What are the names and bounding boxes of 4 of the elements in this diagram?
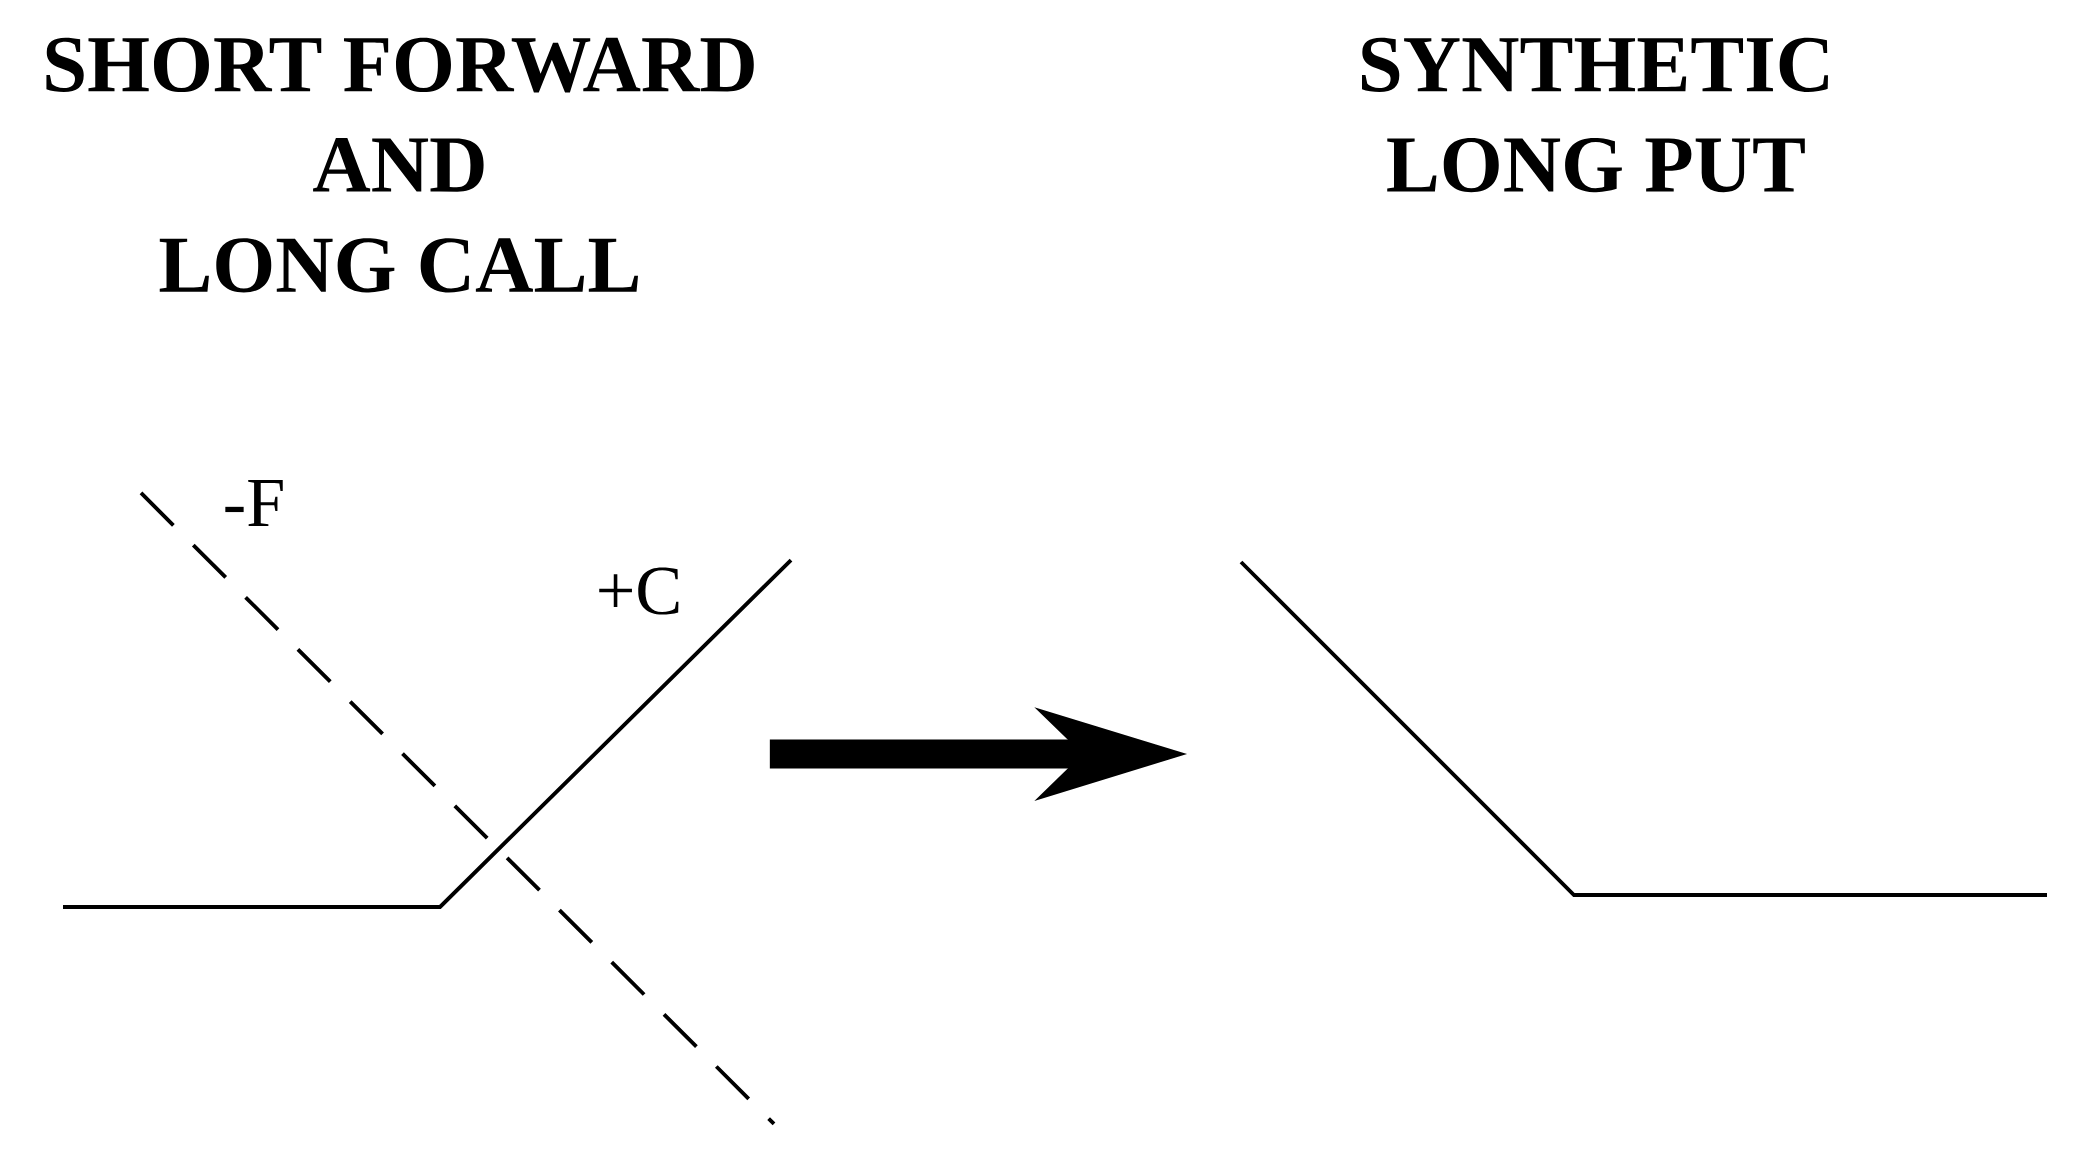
line-label: +C <box>599 567 679 615</box>
heading: SYNTHETIC LONG PUT <box>1362 37 1828 193</box>
heading: SHORT FORWARD AND LONG CALL <box>46 37 754 293</box>
line-label: -F <box>225 479 283 527</box>
